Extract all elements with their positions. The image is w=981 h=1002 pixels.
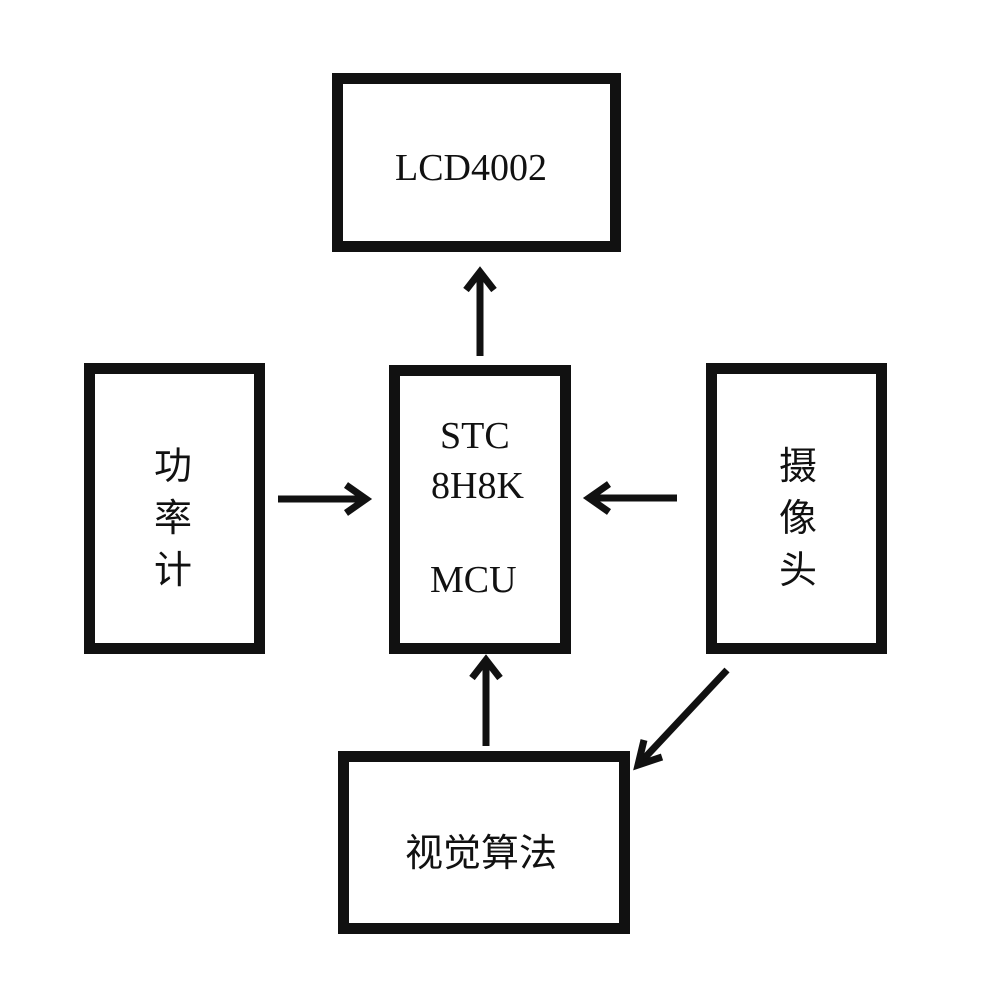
- camera-char: 头: [779, 548, 818, 592]
- camera-char: 像: [779, 496, 818, 540]
- mcu-label-line1: STC: [440, 415, 510, 457]
- vision-algorithm-box: 视觉算法: [338, 751, 630, 934]
- mcu-box: STC 8H8K MCU: [389, 365, 571, 654]
- arrow-vision-to-mcu: [469, 654, 503, 746]
- lcd-display-label: LCD4002: [395, 147, 547, 189]
- power-meter-box: 功 率 计: [84, 363, 265, 654]
- mcu-label-line2: 8H8K: [431, 465, 524, 507]
- camera-char: 摄: [779, 444, 818, 488]
- power-meter-char: 功: [154, 444, 193, 488]
- arrow-camera-to-vision: [633, 667, 730, 771]
- lcd-display-box: LCD4002: [332, 73, 621, 252]
- vision-algorithm-label: 视觉算法: [405, 831, 558, 875]
- camera-box: 摄 像 头: [706, 363, 887, 654]
- power-meter-char: 计: [154, 548, 193, 592]
- arrow-power-meter-to-mcu: [278, 482, 373, 516]
- camera-label: 摄 像 头: [779, 440, 817, 596]
- mcu-label-line3: MCU: [430, 559, 517, 601]
- arrow-mcu-to-lcd: [463, 266, 497, 356]
- power-meter-label: 功 率 计: [154, 440, 192, 596]
- arrow-camera-to-mcu: [582, 481, 677, 515]
- power-meter-char: 率: [154, 496, 193, 540]
